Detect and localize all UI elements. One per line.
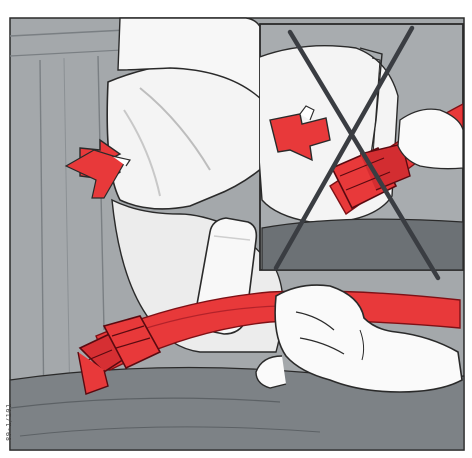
- reference-code-label: 89-1/101: [3, 394, 15, 450]
